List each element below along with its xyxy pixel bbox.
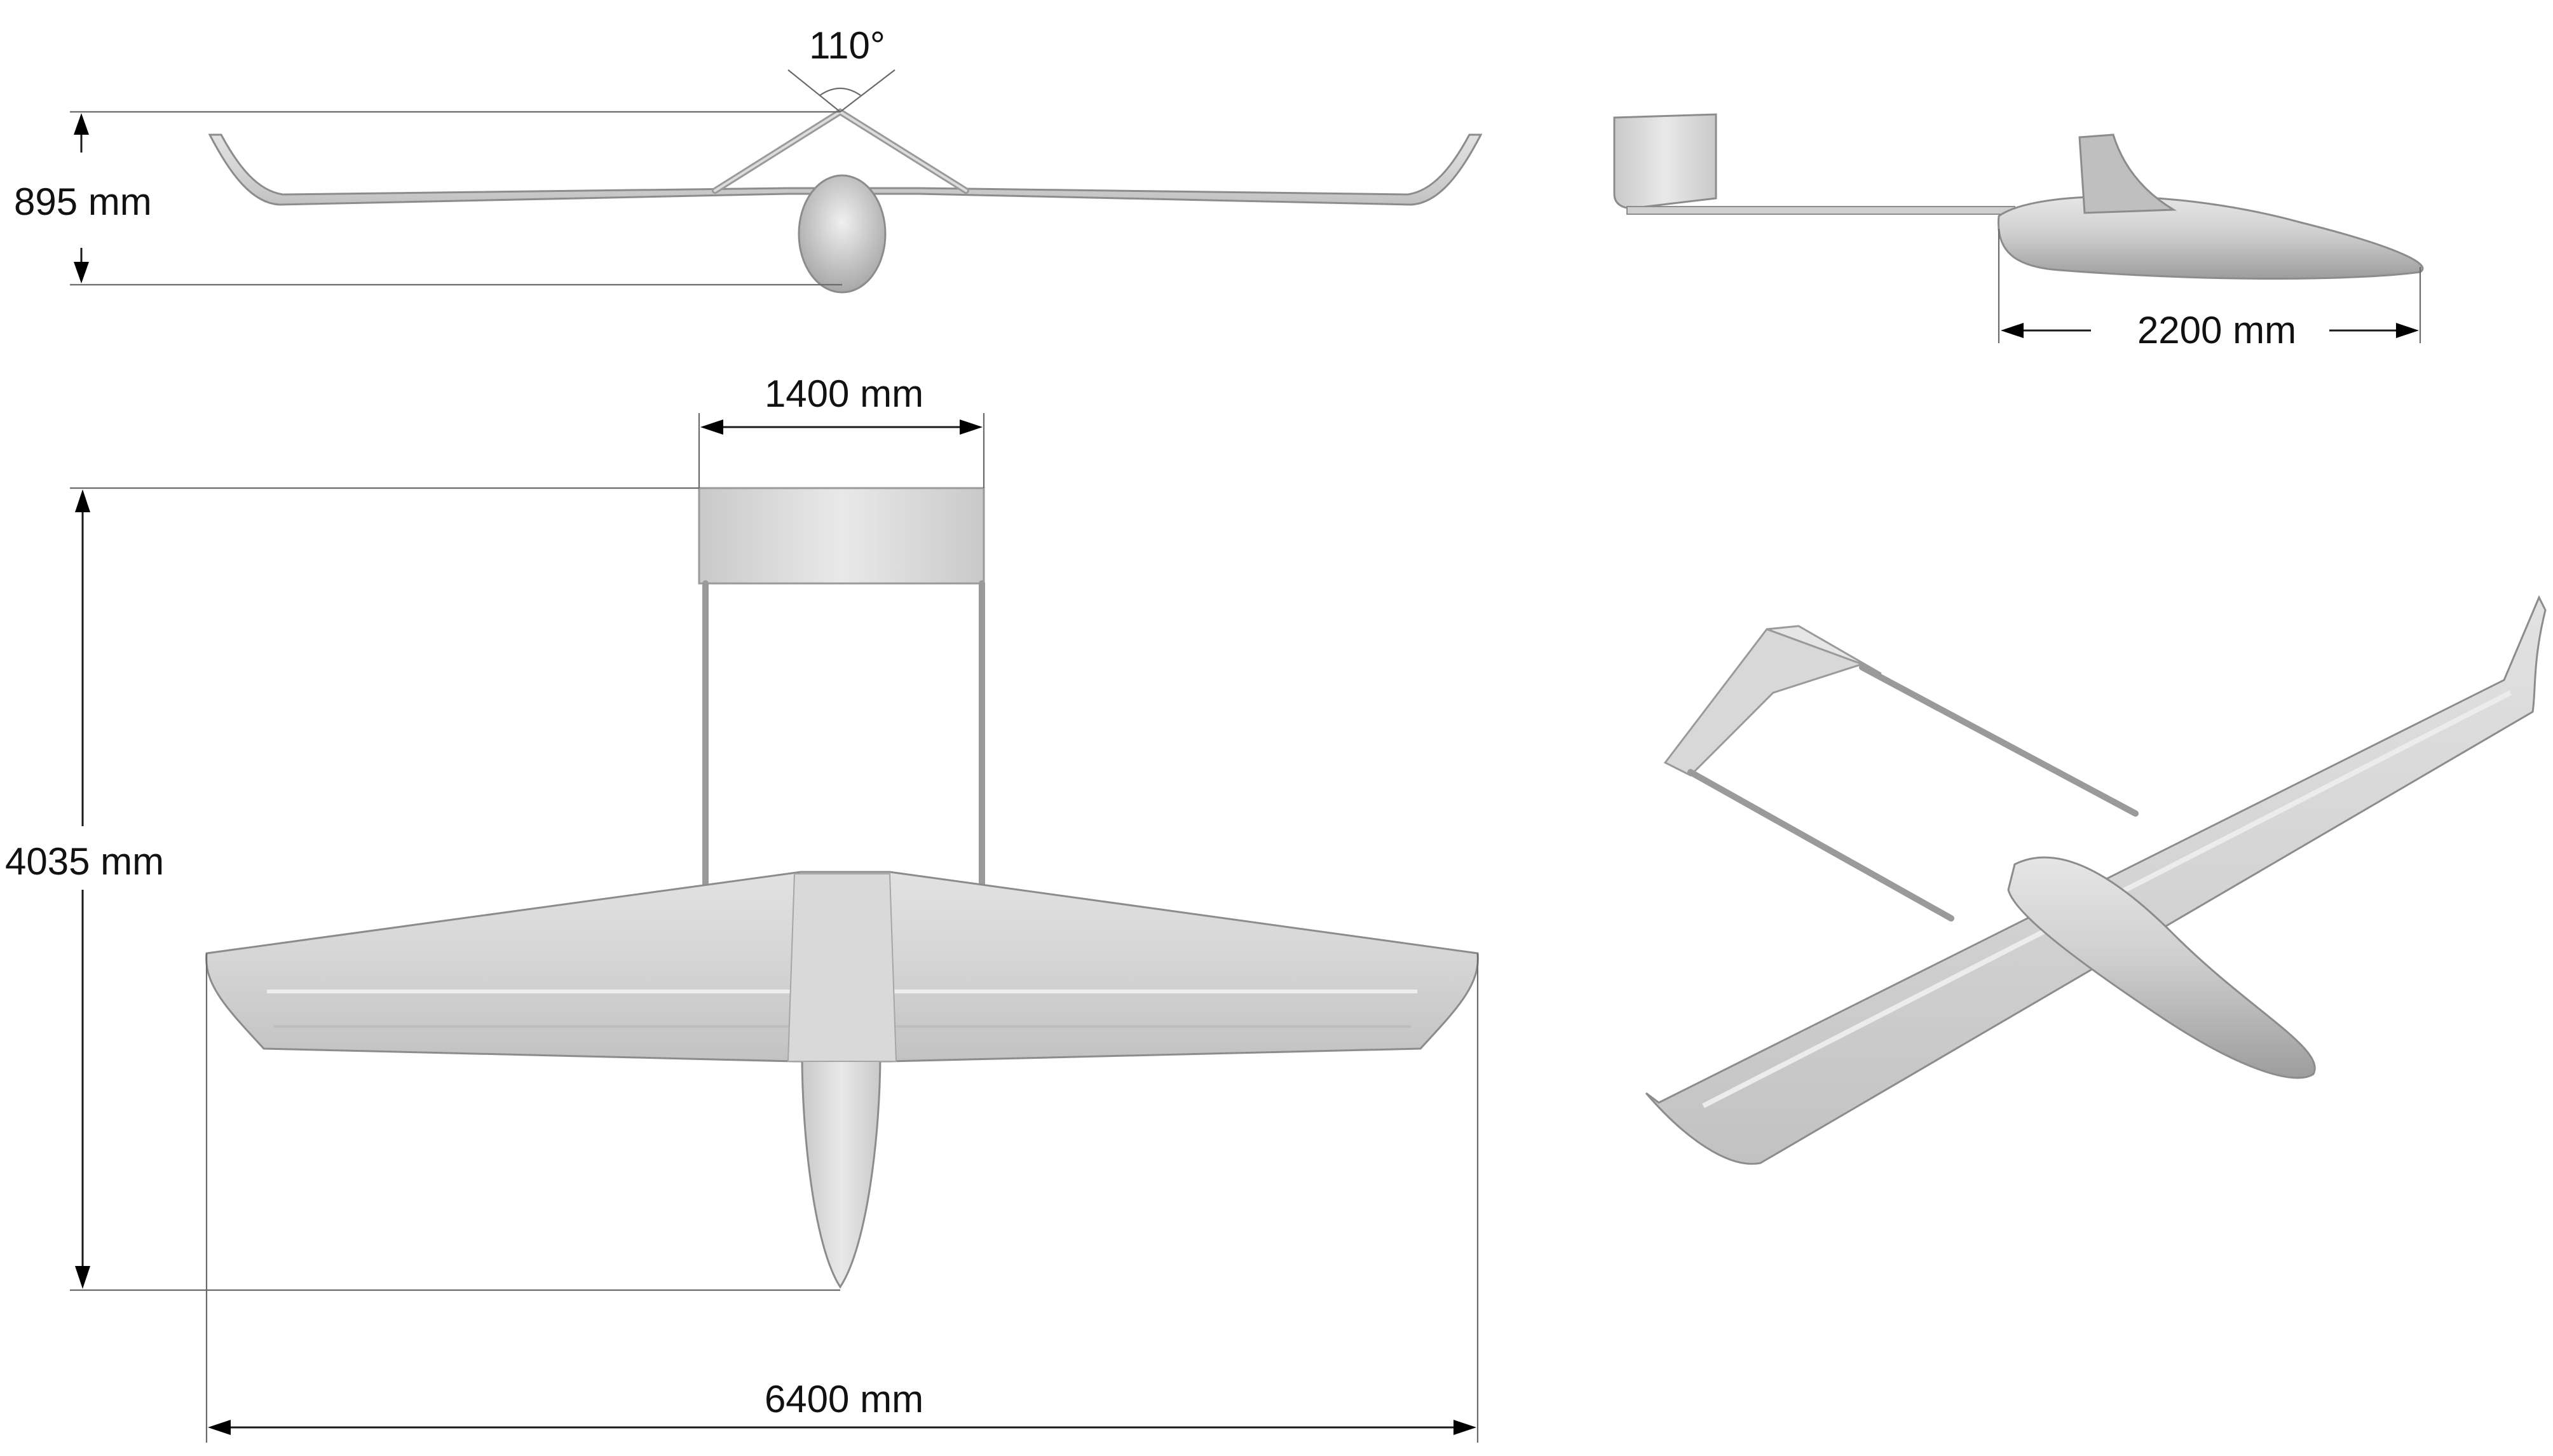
iso-view-tail [1663, 628, 1865, 777]
side-view-tail [1613, 113, 1717, 210]
top-view-tail [698, 487, 985, 585]
top-length-arrow-bottom [75, 1266, 90, 1289]
front-view: 110° 895 mm [14, 24, 1483, 294]
wingspan-label: 6400 mm [765, 1378, 923, 1420]
top-view-center-body [787, 873, 897, 1062]
iso-view-tail-top [1766, 625, 1882, 675]
front-view-fuselage [798, 174, 887, 294]
isometric-view [1645, 595, 2547, 1165]
length-arrow-right [2396, 323, 2419, 338]
tail-span-arrow-left [700, 419, 723, 435]
angle-label: 110° [809, 24, 885, 67]
top-view-fuselage [801, 1054, 882, 1289]
angle-arc [819, 88, 861, 96]
side-view-boom [1626, 206, 2015, 215]
side-view-fin [2078, 133, 2177, 214]
side-length-label: 2200 mm [2137, 309, 2296, 351]
height-arrow-top [74, 113, 89, 135]
side-view-fuselage [1997, 195, 2424, 280]
angle-line-right [840, 69, 895, 112]
side-view: 2200 mm [1613, 113, 2424, 351]
length-arrow-left [2001, 323, 2024, 338]
top-view: 1400 mm 4035 mm 6400 mm [5, 372, 1479, 1443]
height-label: 895 mm [14, 180, 152, 223]
tail-span-label: 1400 mm [765, 372, 923, 415]
iso-view-boom-upper [1859, 664, 2139, 817]
iso-view-fuselage [2007, 856, 2316, 1079]
top-length-arrow-top [75, 489, 90, 512]
wingspan-arrow-right [1454, 1420, 1476, 1435]
height-arrow-bottom [74, 262, 89, 283]
top-length-label: 4035 mm [5, 840, 164, 883]
iso-view-boom-lower [1687, 769, 1954, 922]
wingspan-arrow-left [208, 1420, 231, 1435]
angle-line-left [787, 69, 841, 112]
tail-span-arrow-right [960, 419, 983, 435]
